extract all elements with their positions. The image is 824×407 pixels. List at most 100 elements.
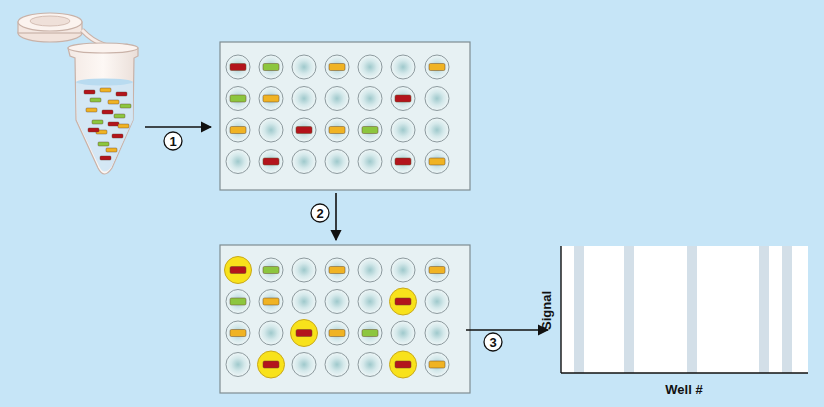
well <box>325 290 349 314</box>
dna-fragment <box>263 64 279 71</box>
dna-fragment <box>90 98 101 102</box>
dna-fragment <box>84 90 95 94</box>
well <box>259 55 283 79</box>
signal-bar <box>574 246 584 373</box>
well <box>390 288 417 315</box>
well <box>425 150 449 174</box>
signal-bar <box>687 246 697 373</box>
signal-bar <box>624 246 634 373</box>
well <box>226 87 250 111</box>
axis-title: Well # <box>665 383 702 396</box>
well <box>425 321 449 345</box>
well <box>425 55 449 79</box>
dna-fragment <box>329 127 345 134</box>
dna-fragment <box>395 95 411 102</box>
well <box>325 55 349 79</box>
well <box>259 258 283 282</box>
dna-fragment <box>296 330 312 337</box>
dna-fragment <box>263 298 279 305</box>
well <box>325 118 349 142</box>
dna-fragment <box>230 95 246 102</box>
signal-bar <box>759 246 769 373</box>
signal-chart <box>561 246 808 373</box>
dna-fragment <box>230 330 246 337</box>
dna-fragment <box>362 127 378 134</box>
dna-fragment <box>429 64 445 71</box>
dna-fragment <box>108 122 119 126</box>
callout-circle <box>164 132 182 150</box>
well <box>259 321 283 345</box>
signal-bar <box>782 246 792 373</box>
well <box>391 321 415 345</box>
dna-fragment <box>395 158 411 165</box>
well <box>258 351 285 378</box>
well <box>292 55 316 79</box>
well <box>358 150 382 174</box>
well <box>226 55 250 79</box>
axis-title: Signal <box>540 290 553 329</box>
well <box>292 150 316 174</box>
well <box>425 353 449 377</box>
dna-fragment <box>429 361 445 368</box>
well <box>292 87 316 111</box>
callout-circle <box>484 333 502 351</box>
dna-fragment <box>120 104 131 108</box>
well <box>325 150 349 174</box>
well <box>391 118 415 142</box>
well <box>391 87 415 111</box>
well <box>226 150 250 174</box>
step-arrow <box>335 193 337 240</box>
dna-fragment <box>362 330 378 337</box>
well <box>358 118 382 142</box>
dna-fragment <box>395 361 411 368</box>
dna-fragment <box>98 142 109 146</box>
well <box>325 321 349 345</box>
callout-number: 3 <box>489 336 496 349</box>
well <box>391 258 415 282</box>
well <box>358 321 382 345</box>
dna-fragment <box>230 127 246 134</box>
well <box>259 87 283 111</box>
dna-fragment <box>329 330 345 337</box>
dna-fragment <box>329 64 345 71</box>
dna-fragment <box>263 361 279 368</box>
dna-fragment <box>106 148 117 152</box>
well <box>292 118 316 142</box>
dna-fragment <box>108 100 119 104</box>
well <box>325 353 349 377</box>
dna-fragment <box>100 156 111 160</box>
callout-number: 1 <box>169 135 176 148</box>
well <box>425 118 449 142</box>
dna-fragment <box>114 114 125 118</box>
dna-fragment <box>395 298 411 305</box>
well <box>259 150 283 174</box>
well <box>225 257 252 284</box>
well <box>425 258 449 282</box>
dna-fragment <box>263 267 279 274</box>
dna-fragment <box>100 88 111 92</box>
dna-fragment <box>102 110 113 114</box>
well <box>391 150 415 174</box>
dna-fragment <box>263 95 279 102</box>
well <box>226 118 250 142</box>
well <box>226 290 250 314</box>
well <box>358 258 382 282</box>
dna-fragment <box>116 92 127 96</box>
dna-fragment <box>329 267 345 274</box>
well <box>325 258 349 282</box>
well-plate <box>220 42 470 190</box>
well <box>292 353 316 377</box>
well <box>358 55 382 79</box>
well <box>358 87 382 111</box>
sample-tube <box>18 13 138 174</box>
well <box>390 351 417 378</box>
well <box>425 87 449 111</box>
dna-fragment <box>118 124 129 128</box>
well-plate <box>220 245 470 393</box>
well <box>292 258 316 282</box>
well <box>226 321 250 345</box>
dna-fragment <box>230 298 246 305</box>
dna-fragment <box>86 108 97 112</box>
well <box>391 55 415 79</box>
